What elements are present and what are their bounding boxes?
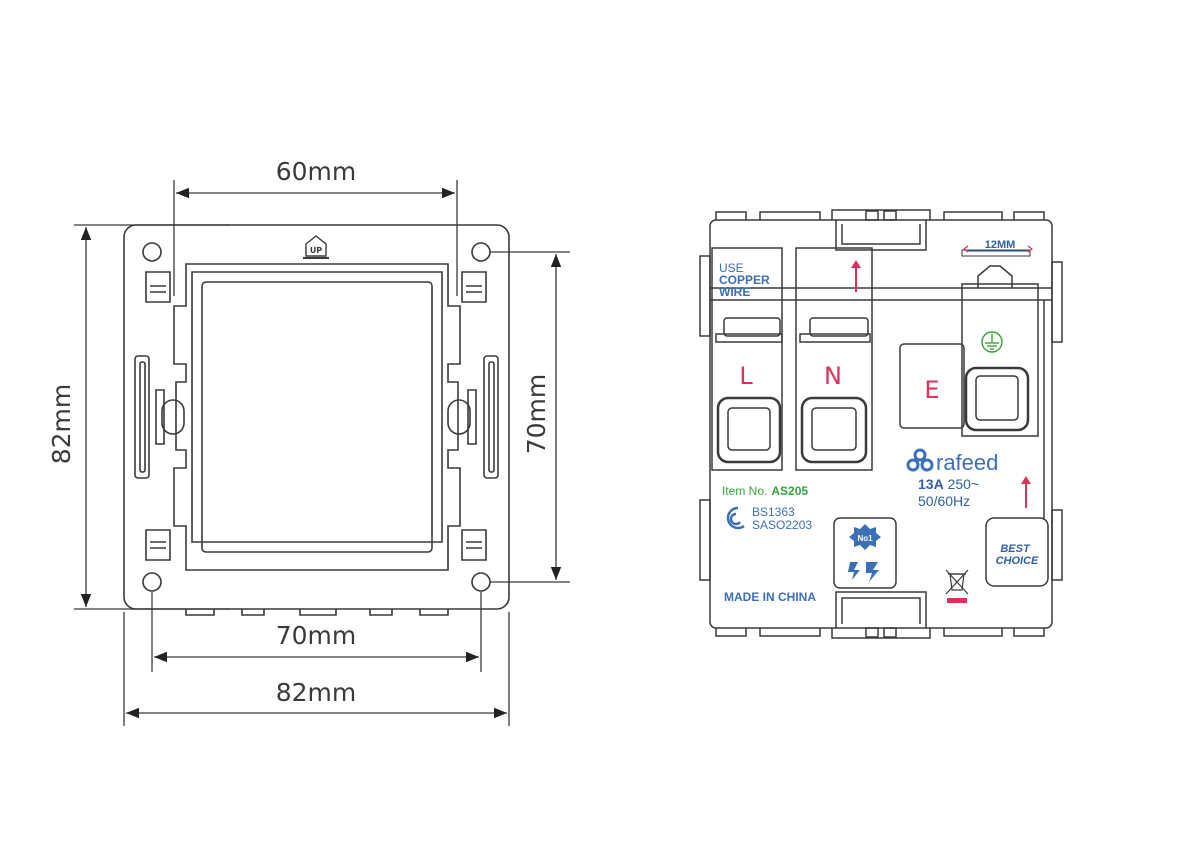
frame-opening — [201, 281, 433, 553]
frame-inner-housing-2 — [191, 271, 443, 543]
terminal-l-label: L — [739, 362, 753, 390]
dim-top-width-label: 60mm — [276, 157, 357, 186]
module-top-block — [835, 220, 927, 251]
frame-hole-tr — [471, 242, 491, 262]
frame-bottom-tabs — [185, 609, 449, 616]
dimension-lines — [74, 180, 570, 726]
frame-hole-bl — [142, 572, 162, 592]
dim-bottom-outer-label: 82mm — [276, 678, 357, 707]
terminal-e-label: E — [924, 376, 939, 404]
no1-mark-text: No1 — [857, 534, 873, 543]
rating-current-voltage: 13A 250~ — [918, 476, 979, 492]
dim-bottom-inner-label: 70mm — [276, 621, 357, 650]
best-choice-line-2: CHOICE — [996, 555, 1039, 567]
standard-saso2203: SASO2203 — [752, 518, 812, 532]
frame-hole-br — [471, 572, 491, 592]
frame-clip-br — [461, 529, 487, 561]
no1-badge-box — [833, 517, 897, 589]
strip-length-label: 12MM — [985, 239, 1016, 251]
standard-bs1363: BS1363 — [752, 505, 795, 519]
socket-module-drawing — [699, 209, 1063, 639]
strip-length-gauge: 12MM — [961, 239, 1033, 257]
earth-terminal-body — [961, 283, 1039, 437]
certification-mark-icon — [726, 506, 745, 530]
terminal-n-body — [795, 247, 873, 471]
wire-label-wire: WIRE — [719, 285, 750, 299]
up-mark-text: UP — [310, 246, 322, 255]
frame-clip-tr — [461, 271, 487, 303]
earth-symbol-icon — [981, 331, 1003, 353]
up-direction-icon: UP — [303, 235, 329, 259]
module-body — [709, 219, 1053, 629]
module-top-tabs — [715, 209, 1045, 220]
item-number: Item No.AS205 — [722, 484, 808, 498]
frame-side-slot-left — [134, 355, 150, 479]
frame-side-slot-right — [483, 355, 499, 479]
module-bottom-block — [835, 591, 927, 628]
wire-label-copper: COPPER — [719, 273, 770, 287]
terminal-n-screw — [800, 396, 868, 464]
terminal-l-body — [711, 247, 783, 471]
frame-oval-slot-right — [447, 399, 471, 435]
frame-clip-bl — [145, 529, 171, 561]
frame-outer-plate — [123, 224, 510, 610]
rating-frequency: 50/60Hz — [918, 493, 970, 509]
earth-terminal-screw — [964, 366, 1030, 432]
up-arrow-icon-2 — [1021, 476, 1031, 508]
brand-name: rafeed — [936, 450, 998, 475]
dim-left-height-label: 82mm — [47, 384, 76, 465]
no1-badge-icon: No1 — [848, 524, 881, 582]
brand-logo-icon — [906, 448, 934, 472]
terminal-e-body — [899, 343, 965, 429]
best-choice-badge-box — [985, 517, 1049, 587]
frame-inner-housing — [173, 263, 461, 571]
up-arrow-icon — [851, 260, 861, 292]
best-choice-line-1: BEST — [1000, 543, 1031, 555]
module-bottom-tabs — [715, 628, 1045, 639]
weee-bin-icon — [945, 569, 969, 603]
wire-label-use: USE — [719, 261, 744, 275]
dim-right-height-label: 70mm — [522, 374, 551, 455]
made-in-label: MADE IN CHINA — [724, 590, 816, 604]
terminal-n-label: N — [824, 362, 842, 390]
mounting-frame-drawing — [123, 224, 510, 616]
frame-clip-tl — [145, 271, 171, 303]
frame-oval-slot-left — [161, 399, 185, 435]
terminal-l-screw — [716, 396, 782, 464]
frame-hole-tl — [142, 242, 162, 262]
